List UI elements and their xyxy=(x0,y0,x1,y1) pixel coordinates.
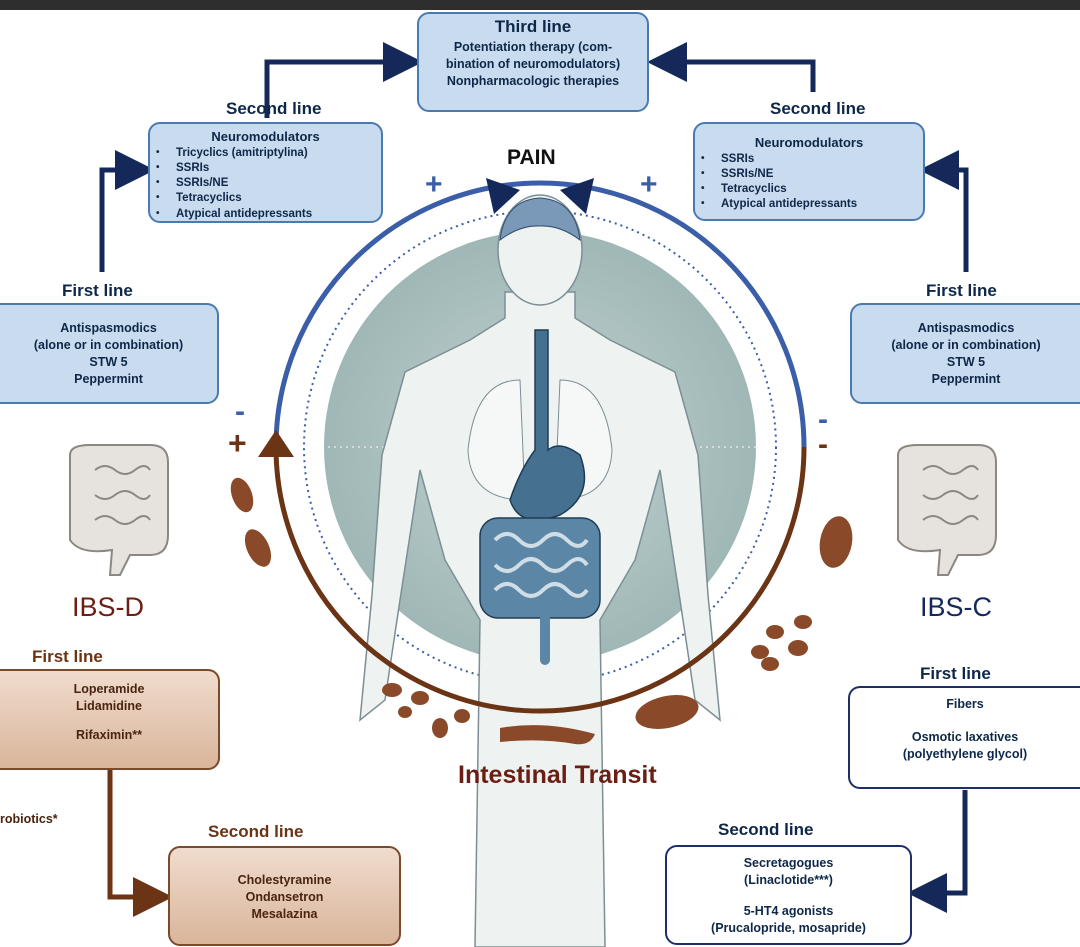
right-first-line-text-2: (alone or in combination) xyxy=(891,337,1041,352)
left-first-line-text-1: Antispasmodics xyxy=(60,321,157,335)
ibs-d-second-line-text-3: Mesalazina xyxy=(251,906,318,921)
left-minus-sign: - xyxy=(235,395,245,428)
pain-pointer-left xyxy=(486,178,520,214)
list-item: SSRIs xyxy=(701,152,923,167)
list-item: Atypical antidepressants xyxy=(701,197,923,212)
left-first-line-text-3: STW 5 xyxy=(89,354,128,369)
arrow-ibsd-first-to-second xyxy=(107,770,173,917)
third-line-text-3: Nonpharmacologic therapies xyxy=(446,73,620,88)
ibs-c-second-line-text-3: 5-HT4 agonists xyxy=(743,903,834,918)
ibs-d-first-line-box: Loperamide Lidamidine Rifaximin** xyxy=(0,669,220,770)
left-neuromodulators-title: Neuromodulators xyxy=(211,129,320,144)
arrow-right-second-to-third xyxy=(647,42,816,92)
right-first-line-text-3: STW 5 xyxy=(946,354,986,369)
intestinal-transit-label: Intestinal Transit xyxy=(458,761,657,789)
ibs-c-first-line-header: First line xyxy=(920,664,991,683)
third-line-header: Third line xyxy=(494,17,572,36)
ibs-c-label: IBS-C xyxy=(920,592,993,622)
right-neuromodulators-list: SSRIs SSRIs/NE Tetracyclics Atypical ant… xyxy=(695,152,923,213)
ibs-d-second-line-text-2: Ondansetron xyxy=(245,889,324,904)
pain-plus-right: + xyxy=(640,168,658,201)
arrow-ibsc-first-to-second xyxy=(907,790,968,913)
arrow-right-first-to-second xyxy=(919,150,969,272)
ibs-d-label: IBS-D xyxy=(72,592,145,622)
third-line-box: Third line Potentiation therapy (com- bi… xyxy=(417,12,649,112)
third-line-text-1: Potentiation therapy (com- xyxy=(453,39,613,54)
transit-arc xyxy=(273,446,807,714)
right-first-line-text-1: Antispasmodics xyxy=(917,321,1015,335)
list-item: Tricyclics (amitriptylina) xyxy=(156,146,381,161)
ibs-c-first-line-box: Fibers Osmotic laxatives (polyethylene g… xyxy=(848,686,1080,789)
right-second-line-header: Second line xyxy=(770,99,866,118)
human-body-illustration xyxy=(359,194,721,947)
pain-plus-left: + xyxy=(425,168,443,201)
pain-label: PAIN xyxy=(507,146,556,169)
probiotics-text: robiotics* xyxy=(0,812,58,826)
left-first-line-text-4: Peppermint xyxy=(74,371,143,386)
list-item: SSRIs xyxy=(156,161,381,176)
left-first-line-header: First line xyxy=(62,281,133,300)
right-second-line-box: Neuromodulators SSRIs SSRIs/NE Tetracycl… xyxy=(693,122,925,221)
arrow-left-second-to-third xyxy=(264,42,423,118)
right-neuromodulators-title: Neuromodulators xyxy=(754,135,864,150)
ibs-c-first-line-text-2: Osmotic laxatives xyxy=(911,729,1019,744)
list-item: SSRIs/NE xyxy=(156,176,381,191)
right-minus-brown-sign: - xyxy=(818,428,828,461)
list-item: Tetracyclics xyxy=(156,191,381,206)
left-second-line-box: Neuromodulators Tricyclics (amitriptylin… xyxy=(148,122,383,223)
ibs-c-second-line-header: Second line xyxy=(718,820,814,839)
ibs-d-first-line-text-2: Lidamidine xyxy=(76,698,142,713)
left-plus-sign: + xyxy=(228,425,247,461)
left-neuromodulators-list: Tricyclics (amitriptylina) SSRIs SSRIs/N… xyxy=(150,146,381,222)
transit-up-arrow xyxy=(258,430,294,457)
ibs-c-first-line-text-3: (polyethylene glycol) xyxy=(902,746,1028,761)
colon-icon-left xyxy=(69,444,169,576)
third-line-text-2: bination of neuromodulators) xyxy=(445,56,621,71)
left-first-line-box: Antispasmodics (alone or in combination)… xyxy=(0,303,219,404)
ibs-d-second-line-text-1: Cholestyramine xyxy=(237,873,332,887)
right-first-line-text-4: Peppermint xyxy=(931,371,1001,386)
list-item: Atypical antidepressants xyxy=(156,207,381,222)
list-item: SSRIs/NE xyxy=(701,167,923,182)
right-first-line-header: First line xyxy=(926,281,997,300)
ibs-c-second-line-text-4: (Prucalopride, mosapride) xyxy=(711,920,866,935)
list-item: Tetracyclics xyxy=(701,182,923,197)
colon-icon-right xyxy=(897,444,997,576)
ibs-d-first-line-text-3: Rifaximin** xyxy=(76,727,142,742)
left-second-line-header: Second line xyxy=(226,99,322,118)
ibs-c-first-line-text-1: Fibers xyxy=(946,697,984,711)
ibs-c-second-line-box: Secretagogues (Linaclotide***) 5-HT4 ago… xyxy=(665,845,912,945)
ibs-d-first-line-text-1: Loperamide xyxy=(73,682,145,696)
ibs-d-second-line-header: Second line xyxy=(208,822,304,841)
ibs-c-second-line-text-2: (Linaclotide***) xyxy=(744,872,833,887)
ibs-c-second-line-text-1: Secretagogues xyxy=(743,856,834,870)
pain-pointer-right xyxy=(560,178,594,214)
arrow-left-first-to-second xyxy=(99,150,155,272)
top-bar xyxy=(0,0,1080,10)
ibs-d-second-line-box: Cholestyramine Ondansetron Mesalazina xyxy=(168,846,401,946)
ibs-d-first-line-header: First line xyxy=(32,647,103,666)
stool-shapes xyxy=(230,477,853,745)
left-first-line-text-2: (alone or in combination) xyxy=(33,337,184,352)
right-first-line-box: Antispasmodics (alone or in combination)… xyxy=(850,303,1080,404)
pain-arc xyxy=(273,180,807,448)
right-minus-sign: - xyxy=(818,403,828,436)
